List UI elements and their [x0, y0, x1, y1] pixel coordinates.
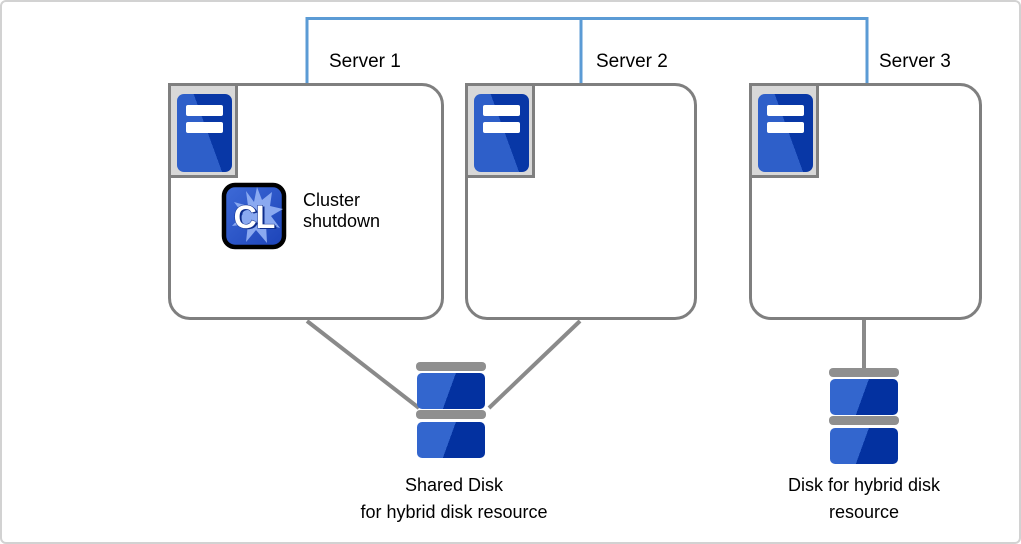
tower-body	[177, 94, 232, 172]
tower-body	[474, 94, 529, 172]
disk-platter	[830, 379, 898, 415]
cl-icon-star-splash	[232, 187, 283, 243]
tower-slot	[767, 105, 804, 116]
disk-platter	[830, 428, 898, 464]
cl-icon-letters-shadow: CL	[236, 200, 277, 236]
disk-platter	[417, 422, 485, 458]
disk-bar	[416, 362, 486, 371]
hybrid-disk-caption: Disk for hybrid disk resource	[724, 472, 1004, 526]
tower-slot	[483, 105, 520, 116]
connector-server2-to-shared-disk	[487, 319, 582, 410]
disk-bar	[416, 410, 486, 419]
caption-line: shutdown	[303, 211, 381, 231]
server1-tower-icon	[168, 83, 238, 178]
disk-platter	[417, 373, 485, 409]
caption-line: Disk for hybrid disk	[787, 475, 941, 495]
disk-bar	[829, 368, 899, 377]
caption-line: for hybrid disk resource	[360, 502, 548, 522]
caption-line: resource	[828, 502, 900, 522]
caption-line: Cluster	[303, 190, 361, 210]
tower-slot	[483, 122, 520, 133]
shared-disk-caption: Shared Disk for hybrid disk resource	[314, 472, 594, 526]
disk-bar	[829, 416, 899, 425]
shared-disk-icon	[416, 362, 486, 458]
hybrid-disk-icon	[829, 368, 899, 464]
cl-app-icon: CL CL	[221, 182, 287, 250]
tower-slot	[186, 122, 223, 133]
cl-icon-letters: CL	[234, 199, 275, 235]
tower-slot	[186, 105, 223, 116]
server3-tower-icon	[749, 83, 819, 178]
server2-box	[465, 83, 697, 320]
connector-server1-to-shared-disk	[305, 319, 421, 410]
server2-tower-icon	[465, 83, 535, 178]
server3-label: Server 3	[879, 51, 951, 72]
server2-label: Server 2	[596, 51, 668, 72]
caption-line: Shared Disk	[404, 475, 504, 495]
tower-slot	[767, 122, 804, 133]
cluster-shutdown-caption: Cluster shutdown	[303, 190, 380, 232]
server1-label: Server 1	[329, 51, 401, 72]
tower-body	[758, 94, 813, 172]
